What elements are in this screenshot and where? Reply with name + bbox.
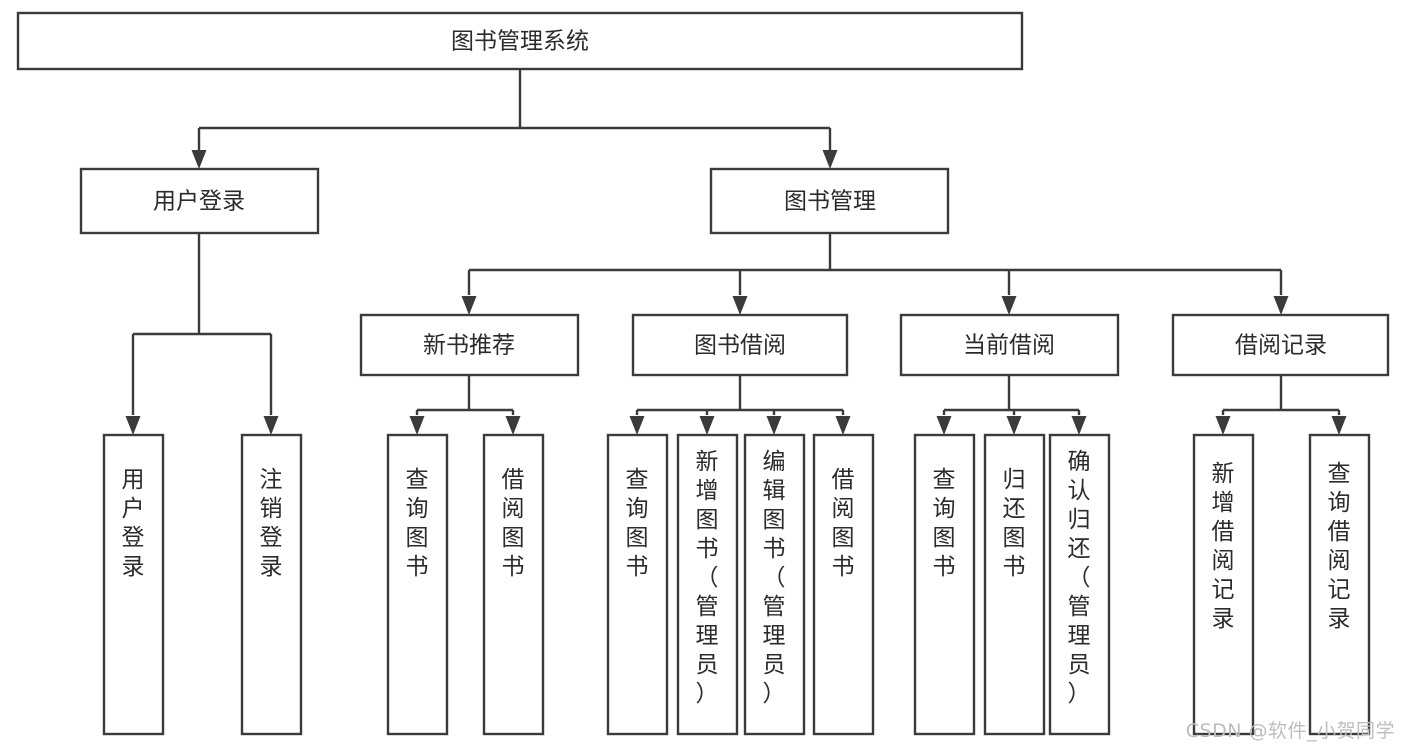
book-borrow-label: 图书借阅 xyxy=(694,333,786,359)
current-borrow-label: 当前借阅 xyxy=(963,333,1055,359)
connector-layer xyxy=(125,69,1347,435)
leaf-borrow-book-1-box xyxy=(482,433,545,736)
node-new-book-recommend[interactable]: 新书推荐 xyxy=(359,313,580,377)
root-box xyxy=(16,11,1024,71)
arrowhead-leaf-borrow-book-1 xyxy=(505,416,521,435)
arrowhead-book-manage xyxy=(822,150,838,169)
node-user-login[interactable]: 用户登录 xyxy=(79,167,320,235)
leaf-node-query-book-current[interactable]: 查询图书 xyxy=(913,433,976,736)
arrowhead-leaf-query-book-2 xyxy=(629,416,645,435)
leaf-node-query-book-borrow[interactable]: 查询图书 xyxy=(606,433,669,736)
arrowhead-leaf-query-book-3 xyxy=(936,416,952,435)
leaf-query-book-2-label: 查询图书 xyxy=(626,467,649,580)
node-book-manage[interactable]: 图书管理 xyxy=(709,167,950,235)
leaf-return-book-box xyxy=(983,433,1046,736)
leaf-node-edit-book[interactable]: 编辑图书（管理员） xyxy=(743,433,806,736)
leaf-node-borrow-book-borrow[interactable]: 借阅图书 xyxy=(812,433,875,736)
leaf-logout-box xyxy=(240,433,303,736)
leaf-query-record-box xyxy=(1308,433,1371,736)
leaf-query-book-1-label: 查询图书 xyxy=(406,467,429,580)
arrowhead-leaf-borrow-book-2 xyxy=(835,416,851,435)
leaf-query-book-1-box xyxy=(386,433,449,736)
arrowhead-book-borrow xyxy=(732,296,748,315)
leaf-add-book-box xyxy=(676,433,739,736)
arrowhead-leaf-query-book-1 xyxy=(409,416,425,435)
arrowhead-current-borrow xyxy=(1001,296,1017,315)
leaf-query-book-2-box xyxy=(606,433,669,736)
leaf-query-book-3-label: 查询图书 xyxy=(933,467,956,580)
node-current-borrow[interactable]: 当前借阅 xyxy=(899,313,1120,377)
leaf-node-query-borrow-record[interactable]: 查询借阅记录 xyxy=(1308,433,1371,736)
arrowhead-leaf-logout xyxy=(263,416,279,435)
leaf-node-user-login[interactable]: 用户登录 xyxy=(102,433,165,736)
leaf-confirm-return-label: 确认归还（管理员） xyxy=(1068,449,1091,707)
arrowhead-leaf-add-book xyxy=(699,416,715,435)
leaf-add-record-box xyxy=(1192,433,1255,736)
borrow-record-label: 借阅记录 xyxy=(1235,333,1327,359)
leaf-node-add-borrow-record[interactable]: 新增借阅记录 xyxy=(1192,433,1255,736)
leaf-edit-book-label: 编辑图书（管理员） xyxy=(763,449,786,707)
leaf-user-login-label: 用户登录 xyxy=(122,467,145,580)
arrowhead-leaf-user-login xyxy=(125,416,141,435)
leaf-confirm-return-box xyxy=(1048,433,1111,736)
leaf-user-login-box xyxy=(102,433,165,736)
arrowhead-leaf-add-record xyxy=(1215,416,1231,435)
leaf-borrow-book-2-label: 借阅图书 xyxy=(832,467,855,580)
leaf-query-book-3-box xyxy=(913,433,976,736)
leaf-node-add-book[interactable]: 新增图书（管理员） xyxy=(676,433,739,736)
leaf-add-book-label: 新增图书（管理员） xyxy=(696,449,719,707)
current-borrow-box xyxy=(899,313,1120,377)
leaf-edit-book-box xyxy=(743,433,806,736)
arrowhead-borrow-record xyxy=(1273,296,1289,315)
new-book-recommend-box xyxy=(359,313,580,377)
leaf-node-query-book-newbook[interactable]: 查询图书 xyxy=(386,433,449,736)
user-login-label: 用户登录 xyxy=(153,189,245,215)
leaf-return-book-label: 归还图书 xyxy=(1003,467,1026,580)
leaf-borrow-book-1-label: 借阅图书 xyxy=(502,467,525,580)
node-book-borrow[interactable]: 图书借阅 xyxy=(631,313,849,377)
book-borrow-box xyxy=(631,313,849,377)
borrow-record-box xyxy=(1171,313,1390,377)
leaf-node-return-book[interactable]: 归还图书 xyxy=(983,433,1046,736)
arrowhead-new-book xyxy=(461,296,477,315)
leaf-query-record-label: 查询借阅记录 xyxy=(1328,461,1351,632)
root-label: 图书管理系统 xyxy=(451,29,589,55)
leaf-node-logout[interactable]: 注销登录 xyxy=(240,433,303,736)
node-borrow-record[interactable]: 借阅记录 xyxy=(1171,313,1390,377)
arrowhead-leaf-edit-book xyxy=(766,416,782,435)
new-book-recommend-label: 新书推荐 xyxy=(423,333,515,359)
leaf-node-borrow-book-newbook[interactable]: 借阅图书 xyxy=(482,433,545,736)
node-root-system[interactable]: 图书管理系统 xyxy=(16,11,1024,71)
book-manage-label: 图书管理 xyxy=(784,189,876,215)
arrowhead-leaf-confirm-return xyxy=(1071,416,1087,435)
csdn-watermark: CSDN @软件_小贺同学 xyxy=(1185,720,1395,742)
book-manage-box xyxy=(709,167,950,235)
user-login-box xyxy=(79,167,320,235)
leaf-borrow-book-2-box xyxy=(812,433,875,736)
arrowhead-leaf-query-record xyxy=(1331,416,1347,435)
leaf-logout-label: 注销登录 xyxy=(260,467,283,580)
arrowhead-user-login xyxy=(191,150,207,169)
arrowhead-leaf-return-book xyxy=(1006,416,1022,435)
leaf-add-record-label: 新增借阅记录 xyxy=(1212,461,1235,632)
leaf-node-confirm-return[interactable]: 确认归还（管理员） xyxy=(1048,433,1111,736)
